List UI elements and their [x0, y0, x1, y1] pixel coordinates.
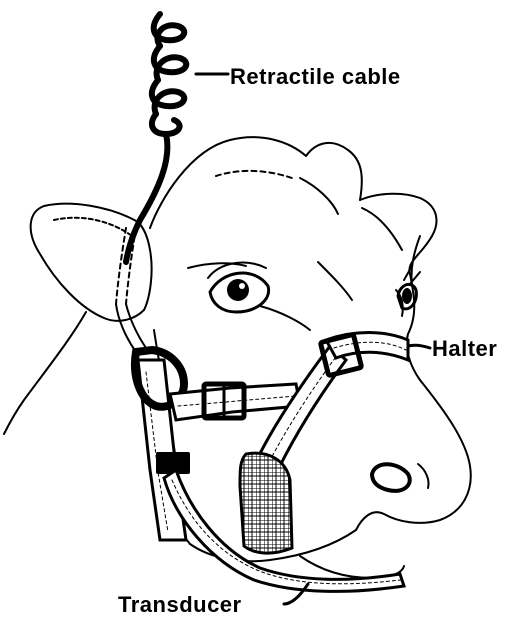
nostril [372, 464, 410, 491]
left-ear [31, 204, 152, 321]
halter-leader [408, 345, 430, 348]
muzzle-outline [356, 380, 471, 530]
transducer [240, 453, 292, 553]
label-transducer: Transducer [118, 592, 242, 617]
label-retractile-cable: Retractile cable [230, 64, 401, 89]
neck-outline [4, 312, 86, 434]
halter-noseband [170, 384, 300, 420]
cable-coils [152, 14, 186, 134]
eye-left [208, 263, 269, 312]
label-halter: Halter [432, 336, 497, 361]
transducer-pad [240, 453, 292, 553]
head-top-outline [150, 137, 362, 228]
cable-line [126, 134, 167, 262]
cable-hidden-section [116, 228, 126, 304]
retractile-cable [116, 14, 186, 352]
right-ear [360, 194, 436, 274]
eye-right [398, 266, 420, 309]
